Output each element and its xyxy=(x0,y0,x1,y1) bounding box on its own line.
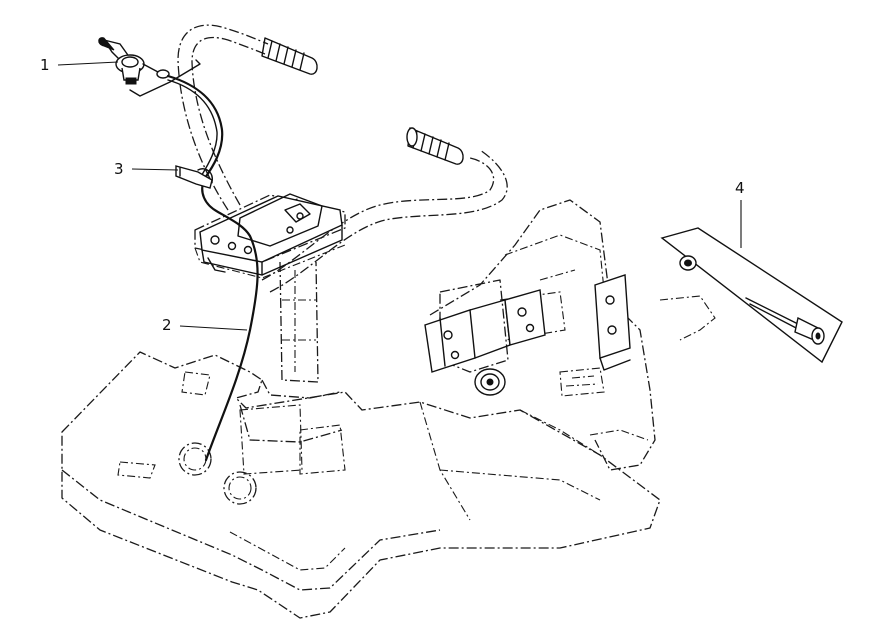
callout-label-2: 2 xyxy=(162,316,172,334)
leader-line-1 xyxy=(57,61,119,66)
choke-nut xyxy=(679,255,697,271)
handlebar-phantom xyxy=(177,24,508,443)
left-grip xyxy=(261,37,318,75)
cable-clamp xyxy=(175,165,213,189)
callout-label-4: 4 xyxy=(735,179,745,197)
machine-body-phantom xyxy=(61,199,661,619)
choke-kit-panel xyxy=(659,227,843,364)
throttle-lever xyxy=(98,37,170,85)
frame-bracket xyxy=(424,274,631,373)
callout-label-1: 1 xyxy=(40,56,50,74)
console-bracket xyxy=(199,193,343,276)
callout-1: 1 xyxy=(40,56,119,74)
callout-3: 3 xyxy=(114,160,179,178)
throttle-cable xyxy=(129,59,259,462)
leader-line-3 xyxy=(131,168,179,171)
pulley xyxy=(474,368,506,396)
choke-cable xyxy=(745,297,825,345)
leader-line-2 xyxy=(179,325,248,331)
callout-4: 4 xyxy=(735,179,745,248)
callout-2: 2 xyxy=(162,316,248,334)
callout-label-3: 3 xyxy=(114,160,124,178)
right-grip xyxy=(406,127,464,165)
